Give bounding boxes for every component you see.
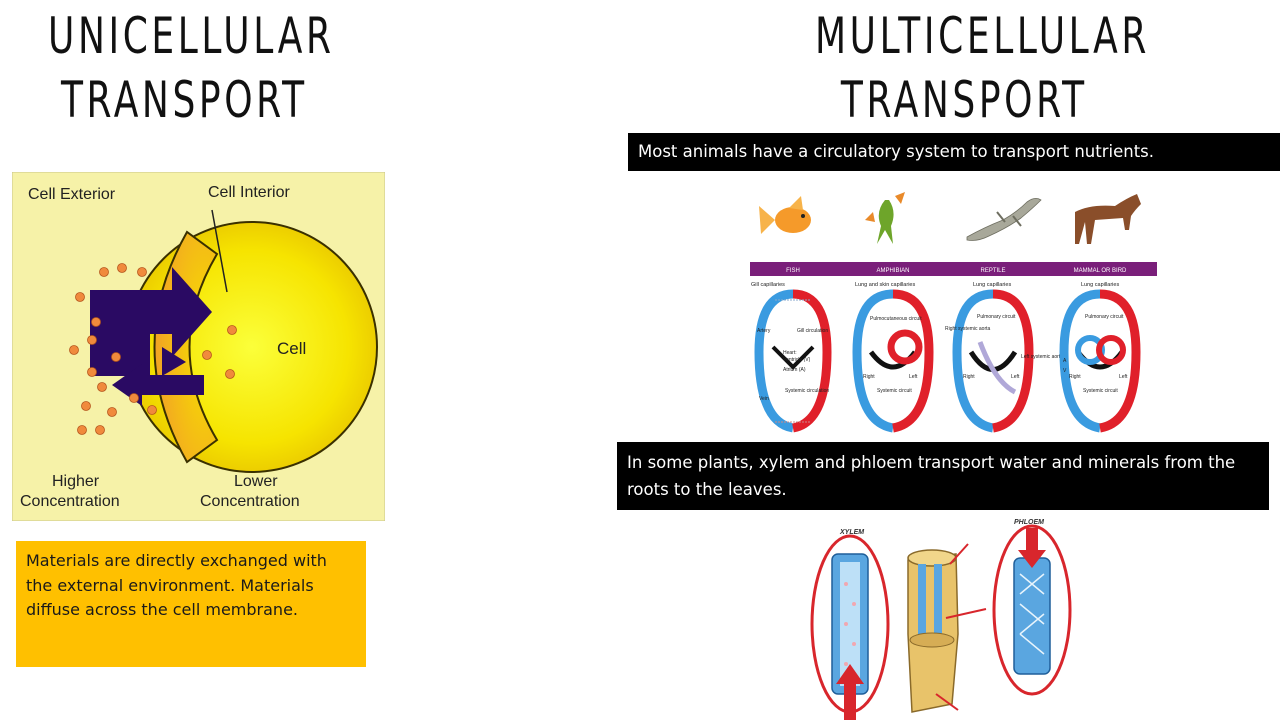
amphibian-circuit: Pulmocutaneous circuit [870, 316, 922, 322]
amphibian-circulation [852, 289, 934, 433]
fish-vein: Vein [759, 396, 769, 402]
horse-icon [1075, 194, 1141, 244]
reptile-circulation [952, 289, 1034, 433]
diffusion-arrow-in-bottom [162, 347, 186, 376]
reptile-right-aorta: Right systemic aorta [945, 326, 991, 332]
chamber-a-label: A [1063, 358, 1067, 364]
unicellular-caption: Materials are directly exchanged with th… [16, 541, 366, 667]
right-title-line2: TRANSPORT [840, 71, 1088, 129]
particles [69, 263, 237, 435]
label-lung-skin-capillaries: Lung and skin capillaries [855, 282, 915, 288]
fish-gill-circulation: Gill circulation [797, 328, 828, 334]
left-title-line2: TRANSPORT [60, 71, 308, 129]
amphibian-systemic: Systemic circuit [877, 388, 912, 394]
mammal-systemic: Systemic circuit [1083, 388, 1118, 394]
xylem-pointer-arrow [945, 608, 987, 619]
reptile-left: Left [1011, 374, 1020, 380]
stem-section [907, 549, 959, 713]
amphibian-right: Right [863, 374, 875, 380]
right-title: MULTICELLULAR TRANSPORT [815, 4, 1150, 132]
fish-artery: Artery [757, 328, 771, 334]
animals-caption: Most animals have a circulatory system t… [628, 133, 1280, 171]
label-gill-capillaries: Gill capillaries [751, 282, 785, 288]
fish-atrium: Atrium (A) [783, 367, 806, 373]
mammal-right: Right [1069, 374, 1081, 380]
label-higher-2: Concentration [20, 493, 120, 510]
label-xylem: XYLEM [839, 529, 864, 536]
label-phloem: PHLOEM [1014, 519, 1044, 526]
diffusion-arrow-body [90, 290, 150, 376]
label-cell: Cell [277, 339, 306, 358]
phloem-detail [992, 524, 1072, 696]
fish-icon [759, 196, 811, 234]
mammal-circulation [1059, 289, 1141, 433]
reptile-circuit: Pulmonary circuit [977, 314, 1016, 320]
left-title-line1: UNICELLULAR [48, 7, 335, 65]
cell-diffusion-diagram: Cell Exterior Cell Interior Cell Higher … [12, 172, 385, 521]
header-amphibian: AMPHIBIAN [876, 268, 909, 274]
reptile-left-aorta: Left systemic aorta [1021, 354, 1063, 360]
animal-header-bar [750, 262, 1157, 276]
diffusion-arrow-in-top [100, 267, 212, 357]
label-lower-2: Concentration [200, 493, 300, 510]
header-fish: FISH [786, 268, 800, 274]
reptile-right: Right [963, 374, 975, 380]
label-lung-capillaries-mammal: Lung capillaries [1081, 282, 1119, 288]
label-cell-interior: Cell Interior [208, 184, 290, 201]
phloem-pointer-arrow [949, 543, 969, 565]
label-higher-1: Higher [52, 473, 100, 490]
circulatory-systems-diagram: FISH AMPHIBIAN REPTILE MAMMAL OR BIRD Gi… [750, 192, 1157, 433]
fish-heart: Heart: [783, 350, 797, 356]
header-mammal: MAMMAL OR BIRD [1074, 268, 1127, 274]
label-lung-capillaries-reptile: Lung capillaries [973, 282, 1011, 288]
right-title-line1: MULTICELLULAR [815, 7, 1151, 65]
header-reptile: REPTILE [980, 268, 1005, 274]
interior-pointer-line [211, 209, 228, 293]
amphibian-left: Left [909, 374, 918, 380]
fish-systemic: Systemic circulation [785, 388, 829, 394]
mammal-circuit: Pulmonary circuit [1085, 314, 1124, 320]
xylem-detail [810, 534, 890, 714]
lizard-icon [966, 198, 1042, 241]
fish-ventricle: Ventricle (V) [783, 357, 811, 363]
chamber-v-label: V [1063, 368, 1067, 374]
left-title: UNICELLULAR TRANSPORT [48, 4, 335, 132]
frog-icon [865, 192, 905, 244]
phloem-down-arrow [1018, 528, 1046, 568]
label-cell-exterior: Cell Exterior [28, 186, 116, 203]
label-lower-1: Lower [234, 473, 278, 490]
root-pointer-arrow [935, 693, 959, 711]
xylem-up-arrow [836, 664, 864, 720]
fish-circulation [754, 289, 832, 433]
xylem-phloem-diagram: XYLEM PHLOEM [810, 519, 1072, 720]
plants-caption: In some plants, xylem and phloem transpo… [617, 442, 1269, 510]
mammal-left: Left [1119, 374, 1128, 380]
